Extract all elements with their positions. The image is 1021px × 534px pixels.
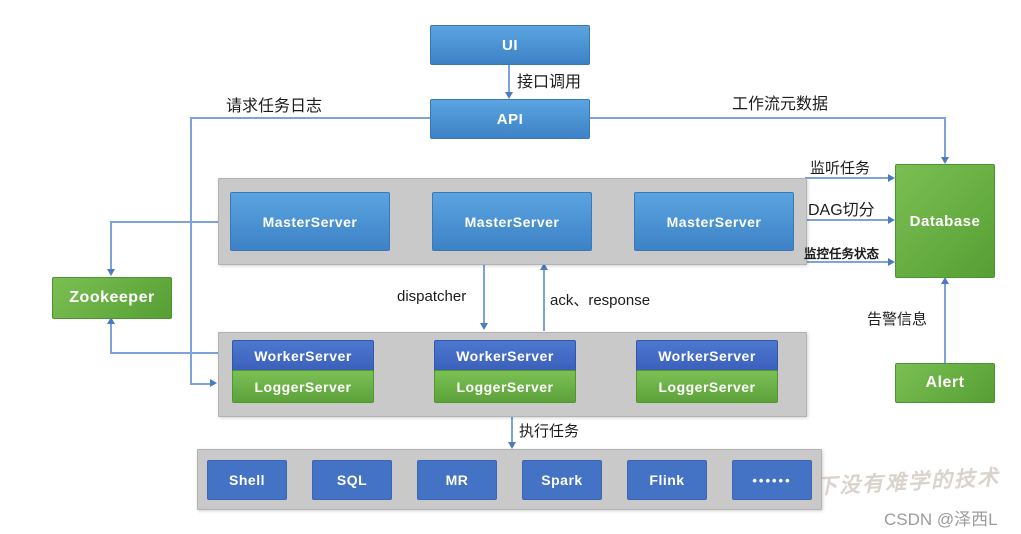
connector-dispatcher (483, 263, 485, 325)
node-logger-server-3: LoggerServer (636, 370, 778, 403)
node-task-sql: SQL (312, 460, 392, 500)
arrowhead-into-zookeeper-bottom (107, 317, 115, 324)
node-master-server-2: MasterServer (432, 192, 592, 251)
node-task-mr: MR (417, 460, 497, 500)
arrowhead-into-zookeeper-top (107, 269, 115, 276)
label-dag-split: DAG切分 (808, 202, 875, 219)
node-worker-server-2: WorkerServer (434, 340, 576, 372)
connector-worker-to-zookeeper-v (110, 324, 112, 354)
connector-ack-response (543, 270, 545, 331)
connector-alert-database (944, 284, 946, 363)
label-execute-task: 执行任务 (519, 423, 580, 440)
node-worker-server-1: WorkerServer (232, 340, 374, 372)
arrowhead-dag-split (888, 216, 895, 224)
label-listen-task: 监听任务 (810, 160, 871, 177)
node-master-server-1: MasterServer (230, 192, 390, 251)
connector-ui-api (508, 63, 510, 94)
arrowhead-into-task-container (508, 442, 516, 449)
arrowhead-listen-task (888, 174, 895, 182)
connector-execute-task (511, 415, 513, 445)
label-interface-call: 接口调用 (517, 74, 582, 91)
arrowhead-monitor-status (888, 258, 895, 266)
arrowhead-into-master-container (540, 263, 548, 270)
node-zookeeper: Zookeeper (52, 277, 172, 319)
connector-into-logger (190, 383, 214, 385)
label-workflow-metadata: 工作流元数据 (732, 96, 829, 113)
label-alert-info: 告警信息 (867, 311, 928, 328)
label-ack-response: ack、response (550, 292, 651, 309)
node-ui: UI (430, 25, 590, 65)
connector-listen-task (805, 177, 889, 179)
connector-worker-to-zookeeper-h (110, 352, 218, 354)
node-database: Database (895, 164, 995, 278)
node-worker-server-3: WorkerServer (636, 340, 778, 372)
watermark-csdn-credit: CSDN @泽西L (884, 510, 998, 529)
connector-master-to-zookeeper-h (110, 221, 218, 223)
node-task-more: •••••• (732, 460, 812, 500)
node-alert: Alert (895, 363, 995, 403)
node-task-spark: Spark (522, 460, 602, 500)
node-task-shell: Shell (207, 460, 287, 500)
node-master-server-3: MasterServer (634, 192, 794, 251)
task-type-container (197, 449, 822, 510)
label-request-task-log: 请求任务日志 (226, 98, 323, 115)
arrowhead-into-logger (210, 379, 217, 387)
connector-api-left-down (190, 117, 192, 383)
arrowhead-into-database-bottom (941, 277, 949, 284)
node-api: API (430, 99, 590, 139)
arrowhead-into-worker-container (480, 323, 488, 330)
node-logger-server-1: LoggerServer (232, 370, 374, 403)
node-logger-server-2: LoggerServer (434, 370, 576, 403)
connector-dag-split (805, 219, 889, 221)
watermark-faint-text: 下没有难学的技术 (815, 464, 1001, 499)
label-dispatcher: dispatcher (397, 288, 467, 305)
arrowhead-into-database-top (941, 157, 949, 164)
connector-master-to-zookeeper-v (110, 221, 112, 270)
arrowhead-into-api (505, 92, 513, 99)
connector-monitor-status (805, 261, 889, 263)
node-task-flink: Flink (627, 460, 707, 500)
connector-api-right-down (944, 117, 946, 159)
label-monitor-task-status: 监控任务状态 (804, 247, 880, 261)
